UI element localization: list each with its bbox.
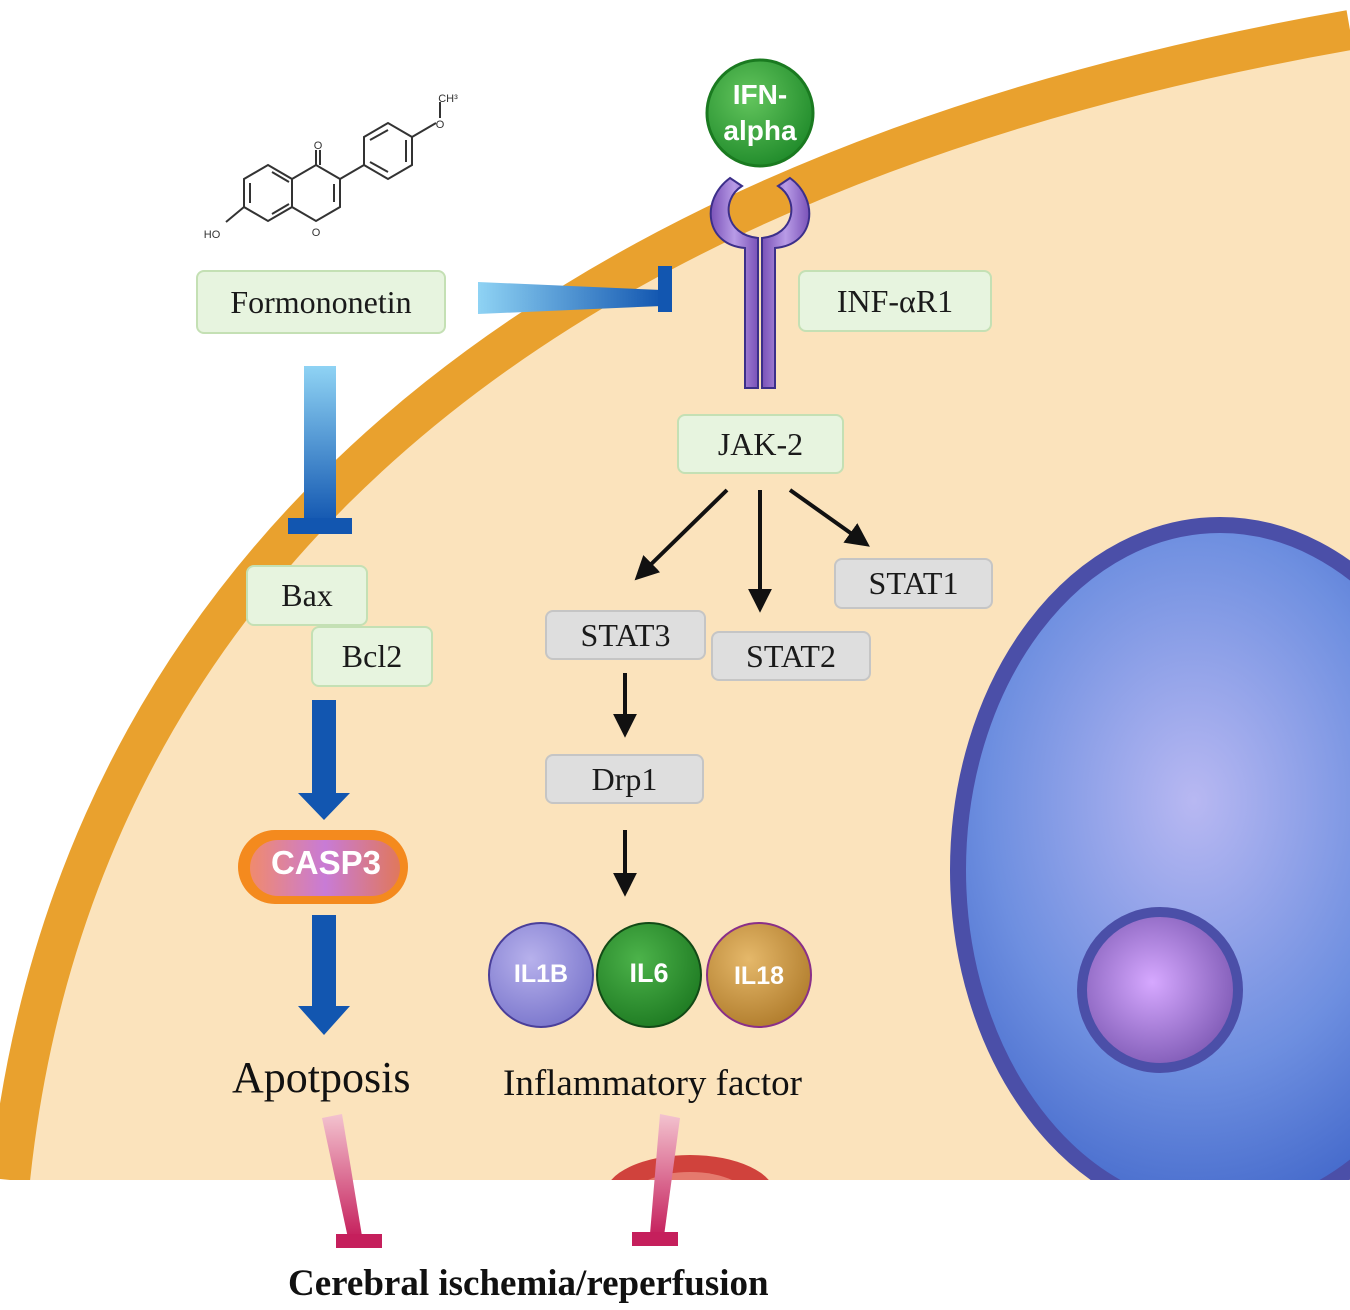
inhibit-outcome-left-arrow <box>322 1114 362 1238</box>
mol-ch3: CH³ <box>438 93 458 105</box>
bax-box: Bax <box>246 565 368 626</box>
il18-label: IL18 <box>734 962 784 990</box>
arrow-jak2-stat1 <box>788 488 870 547</box>
jak2-box: JAK-2 <box>677 414 844 474</box>
inhibit-bax-bar <box>288 518 352 534</box>
ifn-alpha-line2: alpha <box>723 115 797 146</box>
il1b-label: IL1B <box>514 960 568 988</box>
stat1-box: STAT1 <box>834 558 993 609</box>
inhibit-outcome-right-arrow <box>650 1114 680 1236</box>
il6-label: IL6 <box>629 958 668 988</box>
apoptosis-label: Apotposis <box>232 1053 411 1102</box>
il18-ball <box>706 922 812 1028</box>
receptor-icon <box>709 176 811 389</box>
inhibit-bax-arrow <box>304 366 336 524</box>
ifn-alpha-line1: IFN- <box>733 79 787 110</box>
inhibit-outcome-right-bar <box>632 1232 678 1246</box>
arrow-casp3-apoptosis <box>298 915 350 1035</box>
inhibit-receptor-arrow <box>478 282 662 314</box>
mol-o-ether: O <box>436 119 445 131</box>
il1b-ball <box>488 922 594 1028</box>
formononetin-box: Formononetin <box>196 270 446 334</box>
mol-ho: HO <box>204 229 221 241</box>
stat2-box: STAT2 <box>711 631 871 681</box>
stat3-box: STAT3 <box>545 610 706 660</box>
casp3-label: CASP3 <box>271 844 381 881</box>
vessel-fragment <box>611 1155 769 1180</box>
drp1-box: Drp1 <box>545 754 704 804</box>
inflammatory-factor-label: Inflammatory factor <box>503 1063 802 1104</box>
outcome-label: Cerebral ischemia/reperfusion <box>288 1263 769 1304</box>
inhibit-outcome-left-bar <box>336 1234 382 1248</box>
nucleus <box>950 517 1350 1180</box>
mol-o-top: O <box>314 140 323 152</box>
arrow-jak2-stat3 <box>634 488 729 581</box>
ifn-alpha-ligand <box>705 58 815 168</box>
receptor-box: INF-αR1 <box>798 270 992 332</box>
inhibit-receptor-bar <box>658 266 672 312</box>
bcl2-box: Bcl2 <box>311 626 433 687</box>
nucleolus <box>1077 907 1243 1073</box>
mol-o-ring: O <box>312 227 321 239</box>
arrow-bcl2-casp3 <box>298 700 350 820</box>
formononetin-structure <box>225 102 441 223</box>
il6-ball <box>596 922 702 1028</box>
